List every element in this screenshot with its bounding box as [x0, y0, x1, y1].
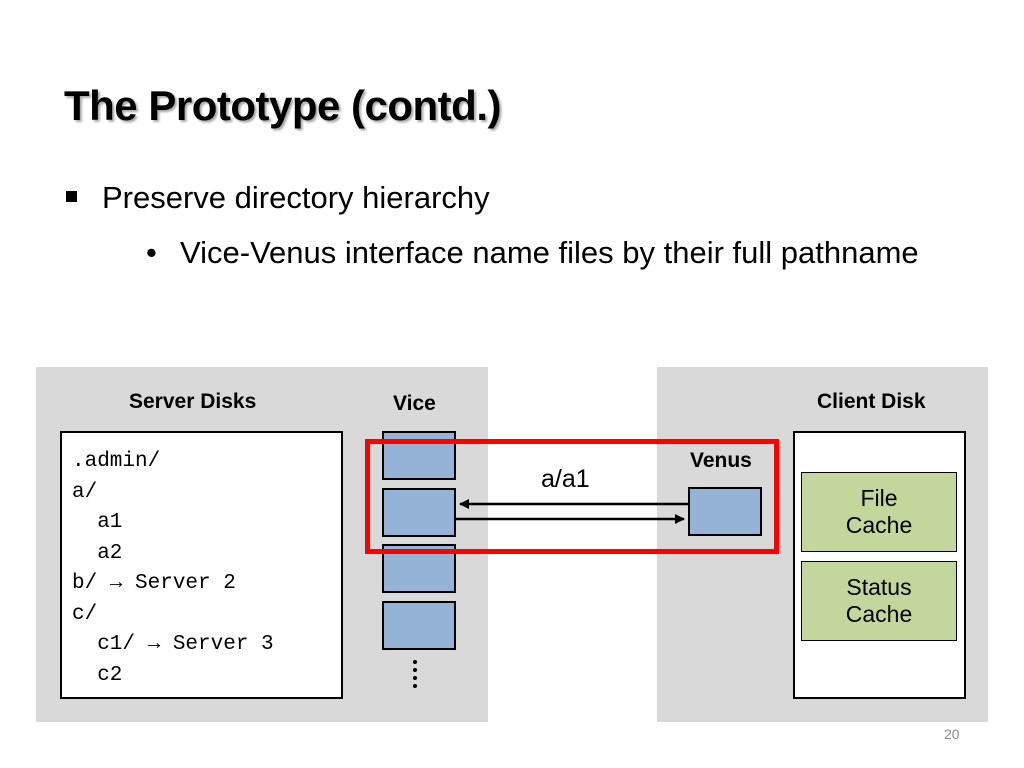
client-disk-label: Client Disk — [817, 390, 926, 413]
highlight-frame — [365, 439, 779, 554]
vice-server-box — [382, 601, 456, 650]
sub-bullet-text: Vice-Venus interface name files by their… — [180, 235, 919, 270]
path-label: a/a1 — [541, 465, 590, 493]
file-cache-box: File Cache — [801, 472, 957, 552]
vertical-ellipsis-icon — [413, 660, 417, 692]
server-disks-label: Server Disks — [129, 390, 257, 413]
square-bullet-icon — [66, 191, 77, 202]
sub-bullet-item: • Vice-Venus interface name files by the… — [146, 230, 920, 276]
venus-box — [688, 487, 762, 536]
bullet-item: Preserve directory hierarchy — [62, 176, 962, 220]
page-number: 20 — [944, 726, 960, 742]
server-file-listing: .admin/ a/ a1 a2 b/ → Server 2 c/ c1/ → … — [60, 431, 343, 699]
vice-server-box — [382, 488, 456, 537]
bullet-list: Preserve directory hierarchy • Vice-Venu… — [62, 176, 962, 276]
round-bullet-icon: • — [146, 235, 157, 270]
vice-label: Vice — [393, 392, 436, 415]
venus-label: Venus — [690, 449, 752, 472]
slide-title: The Prototype (contd.) — [64, 82, 501, 129]
status-cache-box: Status Cache — [801, 561, 957, 641]
bullet-text: Preserve directory hierarchy — [102, 180, 490, 215]
